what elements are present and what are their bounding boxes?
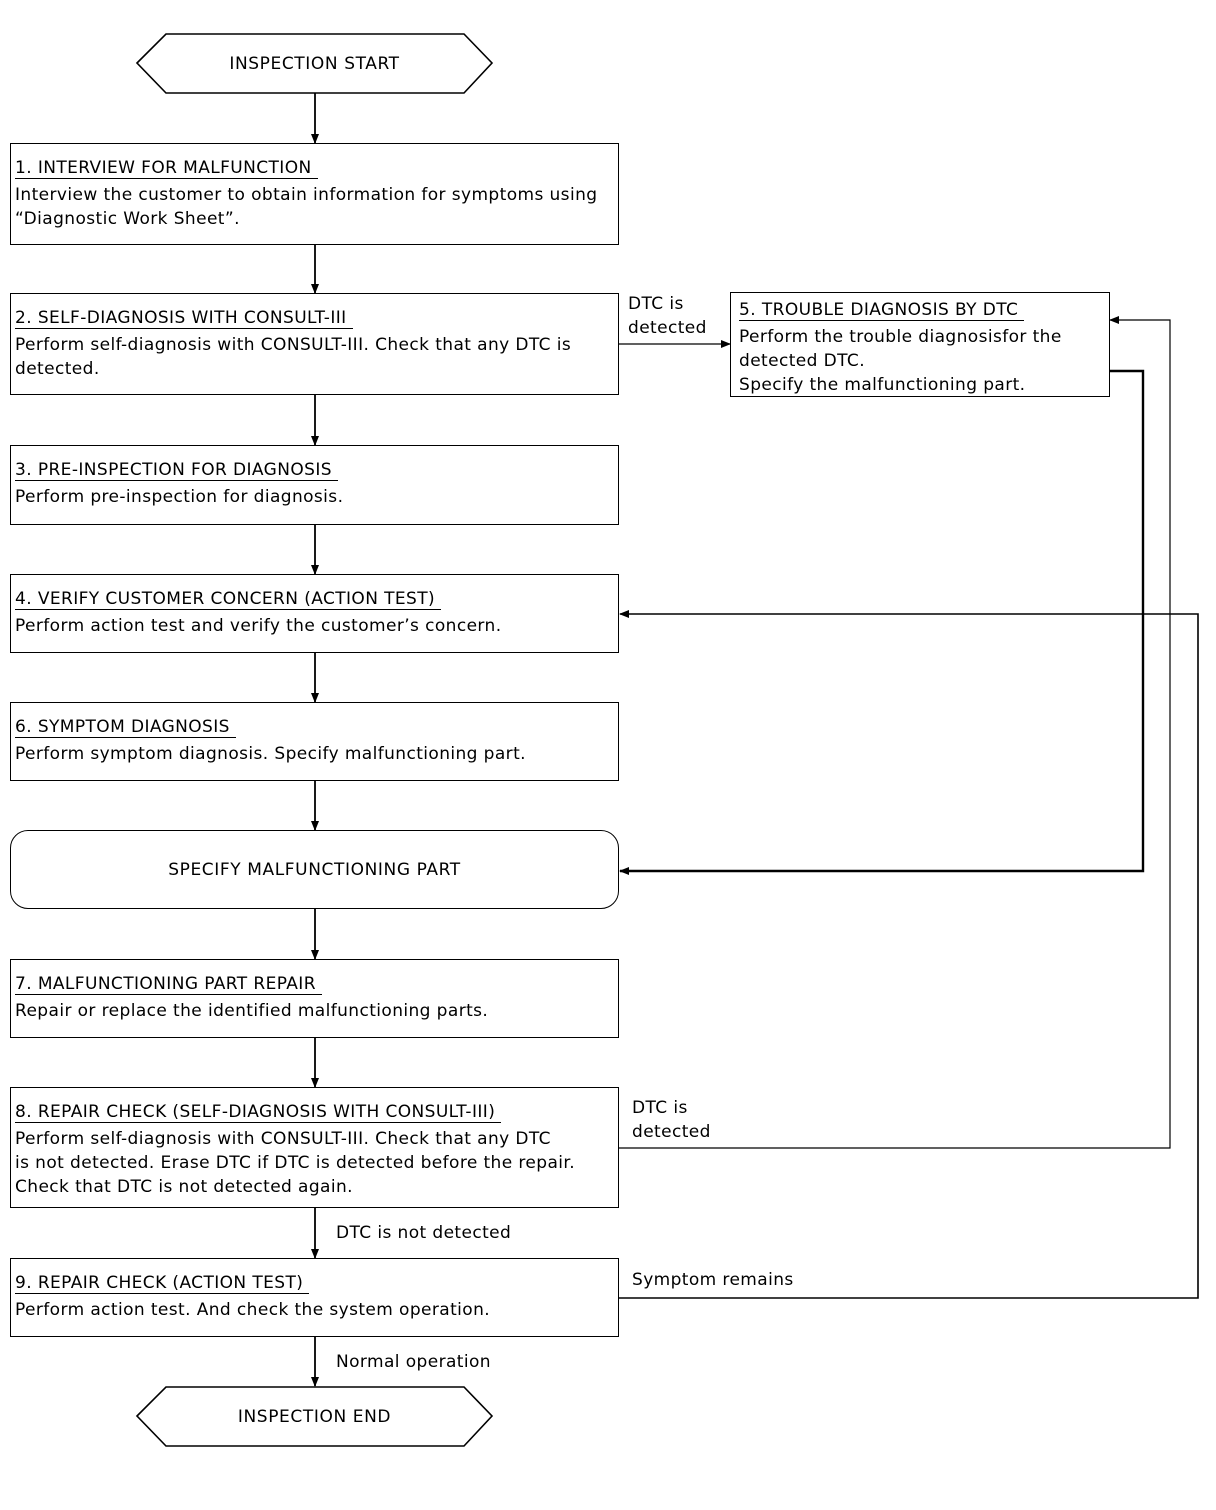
specify-malfunctioning-part: SPECIFY MALFUNCTIONING PART (10, 830, 619, 909)
arrow-9-to-4 (618, 610, 1199, 1299)
label-dtc-detected-8-to-5: DTC is detected (632, 1098, 711, 1142)
label-symptom-remains: Symptom remains (632, 1270, 794, 1290)
end-terminal-shape (135, 1386, 494, 1447)
step-3-title: 3. PRE-INSPECTION FOR DIAGNOSIS (15, 461, 338, 481)
step-7-body: Repair or replace the identified malfunc… (15, 1001, 489, 1021)
step-8-box: 8. REPAIR CHECK (SELF-DIAGNOSIS WITH CON… (10, 1087, 619, 1208)
arrow-5-to-specify (619, 369, 1145, 875)
step-3-body: Perform pre-inspection for diagnosis. (15, 487, 344, 507)
step-8-body: Perform self-diagnosis with CONSULT-III.… (15, 1129, 576, 1197)
step-7-title: 7. MALFUNCTIONING PART REPAIR (15, 975, 322, 995)
step-4-box: 4. VERIFY CUSTOMER CONCERN (ACTION TEST)… (10, 574, 619, 653)
step-6-body: Perform symptom diagnosis. Specify malfu… (15, 744, 526, 764)
step-5-body: Perform the trouble diagnosisfor the det… (739, 327, 1062, 395)
step-2-box: 2. SELF-DIAGNOSIS WITH CONSULT-III Perfo… (10, 293, 619, 395)
step-9-body: Perform action test. And check the syste… (15, 1300, 491, 1320)
step-1-box: 1. INTERVIEW FOR MALFUNCTION Interview t… (10, 143, 619, 245)
step-6-box: 6. SYMPTOM DIAGNOSIS Perform symptom dia… (10, 702, 619, 781)
start-terminal-shape (135, 33, 494, 94)
step-1-body: Interview the customer to obtain informa… (15, 185, 598, 229)
step-2-title: 2. SELF-DIAGNOSIS WITH CONSULT-III (15, 309, 353, 329)
label-dtc-not-detected: DTC is not detected (336, 1223, 512, 1243)
step-1-title: 1. INTERVIEW FOR MALFUNCTION (15, 159, 318, 179)
step-5-title: 5. TROUBLE DIAGNOSIS BY DTC (739, 301, 1025, 321)
step-7-box: 7. MALFUNCTIONING PART REPAIR Repair or … (10, 959, 619, 1038)
step-8-title: 8. REPAIR CHECK (SELF-DIAGNOSIS WITH CON… (15, 1103, 502, 1123)
step-9-box: 9. REPAIR CHECK (ACTION TEST) Perform ac… (10, 1258, 619, 1337)
label-normal-operation: Normal operation (336, 1352, 491, 1372)
step-2-body: Perform self-diagnosis with CONSULT-III.… (15, 335, 572, 379)
label-dtc-detected-2-to-5: DTC is detected (628, 294, 707, 338)
step-6-title: 6. SYMPTOM DIAGNOSIS (15, 718, 236, 738)
arrow-8-to-5 (618, 316, 1171, 1149)
step-3-box: 3. PRE-INSPECTION FOR DIAGNOSIS Perform … (10, 445, 619, 525)
inspection-end: INSPECTION END (237, 1406, 392, 1427)
step-9-title: 9. REPAIR CHECK (ACTION TEST) (15, 1274, 310, 1294)
inspection-start: INSPECTION START (229, 53, 400, 74)
step-5-box: 5. TROUBLE DIAGNOSIS BY DTC Perform the … (730, 292, 1110, 397)
step-4-body: Perform action test and verify the custo… (15, 616, 502, 636)
step-4-title: 4. VERIFY CUSTOMER CONCERN (ACTION TEST) (15, 590, 442, 610)
